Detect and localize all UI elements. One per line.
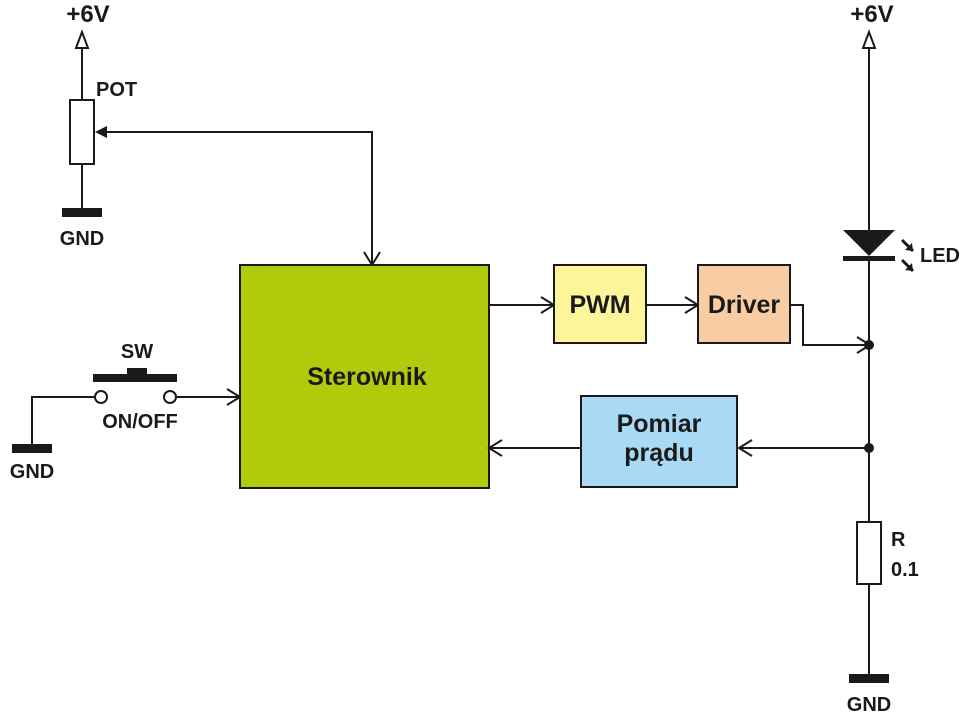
switch-contact-left bbox=[94, 390, 108, 404]
controller-label: Sterownik bbox=[307, 363, 427, 391]
led-diode-icon bbox=[843, 230, 895, 256]
driver-label: Driver bbox=[708, 291, 781, 319]
supply-left-label: +6V bbox=[66, 1, 109, 28]
ground-bar-pot bbox=[62, 208, 102, 217]
junction-driver-node bbox=[864, 340, 874, 350]
pwm-block bbox=[553, 264, 647, 344]
current-measure-label-line1: Pomiar bbox=[617, 410, 702, 438]
switch-state-label: ON/OFF bbox=[102, 411, 178, 433]
current-measure-label-line2: prądu bbox=[624, 439, 693, 467]
ground-label-resistor: GND bbox=[847, 694, 891, 716]
wire-driver-to-node bbox=[790, 304, 869, 346]
switch-actuator bbox=[93, 374, 177, 382]
wire-wiper-to-controller bbox=[107, 131, 373, 264]
led-cathode-bar bbox=[843, 256, 895, 261]
potentiometer-body bbox=[69, 99, 95, 165]
ground-label-pot: GND bbox=[60, 228, 104, 250]
resistor-body bbox=[856, 521, 882, 585]
pot-wiper-arrow-icon bbox=[95, 126, 107, 138]
switch-name-label: SW bbox=[121, 341, 153, 363]
ground-bar-resistor bbox=[849, 674, 889, 683]
pot-label: POT bbox=[96, 79, 137, 101]
ground-label-switch: GND bbox=[10, 461, 54, 483]
ground-bar-switch bbox=[12, 444, 52, 453]
wire-switch-ground bbox=[31, 396, 95, 447]
switch-contact-right bbox=[163, 390, 177, 404]
switch-stem bbox=[127, 368, 147, 376]
resistor-name-label: R bbox=[891, 529, 906, 551]
measure-input-arrow-icon bbox=[737, 439, 753, 457]
controller-feedback-arrow-icon bbox=[487, 439, 503, 457]
resistor-value-label: 0.1 bbox=[891, 559, 919, 581]
led-label: LED bbox=[920, 245, 960, 267]
supply-right-label: +6V bbox=[850, 1, 893, 28]
supply-left-arrow-icon bbox=[74, 29, 90, 49]
supply-right-arrow-icon bbox=[861, 29, 877, 49]
led-emission-arrows-icon bbox=[900, 238, 915, 273]
pwm-label: PWM bbox=[569, 291, 630, 319]
current-measure-block bbox=[580, 395, 738, 488]
controller-block bbox=[239, 264, 490, 489]
